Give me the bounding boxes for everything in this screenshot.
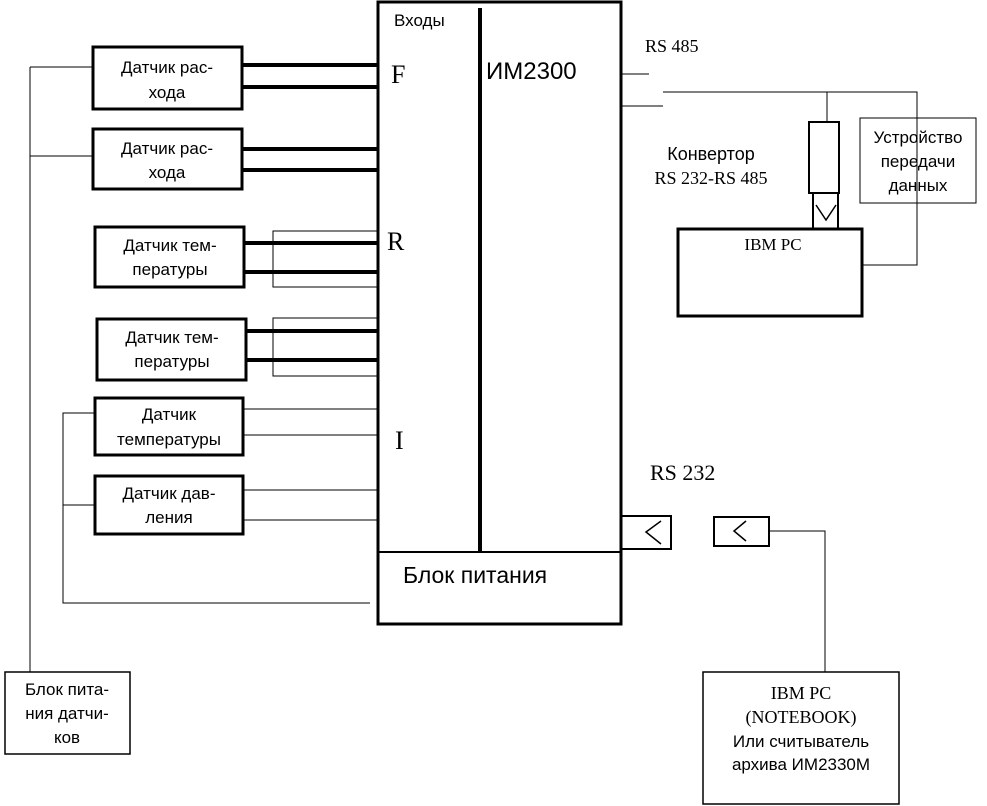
flow-sensor-2-label-1: Датчик рас- [121,139,213,158]
rs232-port-cable [713,516,770,547]
converter-connector [812,192,839,230]
rs232-port-cable-mark [732,520,747,542]
temp-sensor-1-label-2: пературы [132,260,207,279]
converter-box [808,121,840,194]
transfer-device-box [859,117,977,204]
flow-sensor-2-label-2: хода [149,163,186,182]
input-f-label: F [391,60,405,89]
temp-sensor-3-box [93,396,245,457]
rs232-label: RS 232 [650,460,715,485]
temp-sensor-1-label-1: Датчик тем- [123,236,216,255]
notebook-label-2: (NOTEBOOK) [746,707,857,728]
device-name: ИМ2300 [486,58,577,85]
sensor-power-label-3: ков [54,728,80,747]
sensor-power-label-2: ния датчи- [25,704,109,723]
wire-temp2-outer [272,317,378,377]
notebook-label-4: архива ИМ2330М [732,755,870,774]
sensor-power-label-1: Блок пита- [25,680,109,699]
temp-sensor-2-label-2: пературы [134,352,209,371]
rs232-port-unit [620,515,672,550]
inputs-label: Входы [394,11,445,30]
transfer-device-label-1: Устройство [874,128,963,147]
flow-sensor-1-box [91,45,244,111]
ibm-pc-label: IBM PC [744,235,801,254]
converter-label-2: RS 232-RS 485 [654,168,767,188]
temp-sensor-2-label-1: Датчик тем- [125,328,218,347]
converter-connector-mark [815,204,837,222]
transfer-device-label-2: передачи [881,152,956,171]
pressure-sensor-label-1: Датчик дав- [123,484,216,503]
flow-sensor-2-box [91,127,244,191]
rs485-bus [663,91,918,266]
notebook-box [702,671,900,805]
notebook-label-3: Или считыватель [733,732,869,751]
input-r-label: R [387,227,405,256]
flow-sensor-1-label-2: хода [149,83,186,102]
rs232-port-unit-mark [644,520,662,545]
flow-sensor-1-label-1: Датчик рас- [121,58,213,77]
temp-sensor-2-box [95,317,248,382]
converter-label-1: Конвертор [667,144,755,164]
rs485-label: RS 485 [645,36,699,56]
temp-sensor-3-label-1: Датчик [142,405,197,424]
ibm-pc-box [676,227,864,318]
rs232-cable [769,530,826,672]
wire-temp1-outer [272,230,378,288]
temp-sensor-3-label-2: температуры [117,430,221,449]
transfer-device-label-3: данных [889,176,948,195]
input-i-label: I [395,426,404,455]
im2300-unit-box [376,0,623,626]
power-block-label: Блок питания [403,562,547,588]
current-loop-wire [62,412,370,604]
temp-sensor-1-box [93,225,246,289]
pressure-sensor-label-2: ления [145,508,192,527]
notebook-label-1: IBM PC [771,683,832,703]
sensor-power-box [4,671,131,755]
